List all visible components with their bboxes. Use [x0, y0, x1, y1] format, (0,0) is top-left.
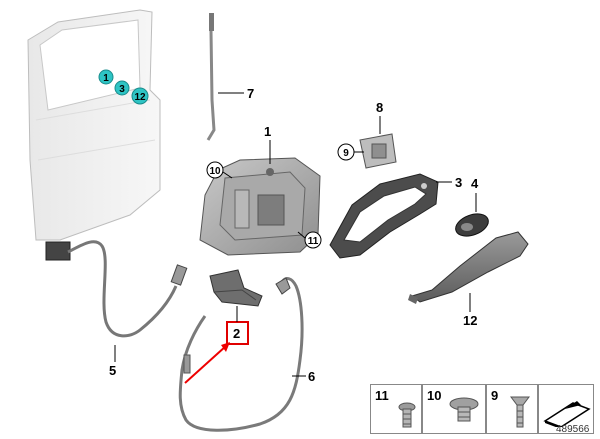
door-marker-12: 12 — [131, 87, 149, 105]
shim-plate-icon — [543, 401, 591, 427]
legend-shim — [538, 384, 594, 434]
part-8-striker — [359, 133, 397, 169]
screw-icon — [398, 402, 416, 428]
reference-number: 489566 — [556, 424, 590, 435]
part-6-cable — [178, 277, 304, 432]
callout-9-on-striker: 9 — [343, 148, 349, 159]
door-marker-1: 1 — [98, 69, 114, 85]
bolt-icon — [449, 397, 479, 422]
part-3-handle-carrier — [329, 173, 439, 259]
callout-3: 3 — [455, 175, 462, 190]
door-marker-1-label: 1 — [103, 73, 109, 84]
countersunk-screw-icon — [510, 396, 530, 428]
part-5-cable — [45, 240, 188, 338]
callout-4: 4 — [471, 176, 479, 191]
callout-2: 2 — [233, 326, 240, 341]
callout-7: 7 — [247, 86, 254, 101]
callout-6: 6 — [308, 369, 315, 384]
rear-door-illustration — [27, 9, 161, 241]
door-marker-3: 3 — [114, 80, 130, 96]
door-marker-3-label: 3 — [119, 84, 125, 95]
part-12-outer-handle — [408, 231, 529, 304]
legend-screw-9: 9 — [486, 384, 538, 434]
door-marker-12-label: 12 — [134, 92, 146, 103]
callout-11-on-lock: 11 — [308, 236, 319, 247]
callout-10-circle — [206, 161, 224, 179]
legend-screw-10: 10 — [422, 384, 486, 434]
callout-12: 12 — [463, 313, 477, 328]
callout-8: 8 — [376, 100, 383, 115]
legend-screw-11: 11 — [370, 384, 422, 434]
part-7-rod — [206, 13, 216, 141]
part-4-cylinder-cover — [455, 213, 489, 237]
legend-screw-11-number: 11 — [375, 388, 389, 403]
callout-10-on-lock: 10 — [209, 166, 221, 177]
legend-screw-10-number: 10 — [427, 388, 442, 403]
callout-11-circle — [304, 231, 322, 249]
part-1-door-lock — [199, 157, 321, 256]
part-2-bracket — [209, 269, 263, 307]
callout-5: 5 — [109, 363, 116, 378]
legend-screw-9-number: 9 — [491, 388, 499, 403]
red-arrow-icon — [184, 342, 230, 384]
callout-1: 1 — [264, 124, 271, 139]
